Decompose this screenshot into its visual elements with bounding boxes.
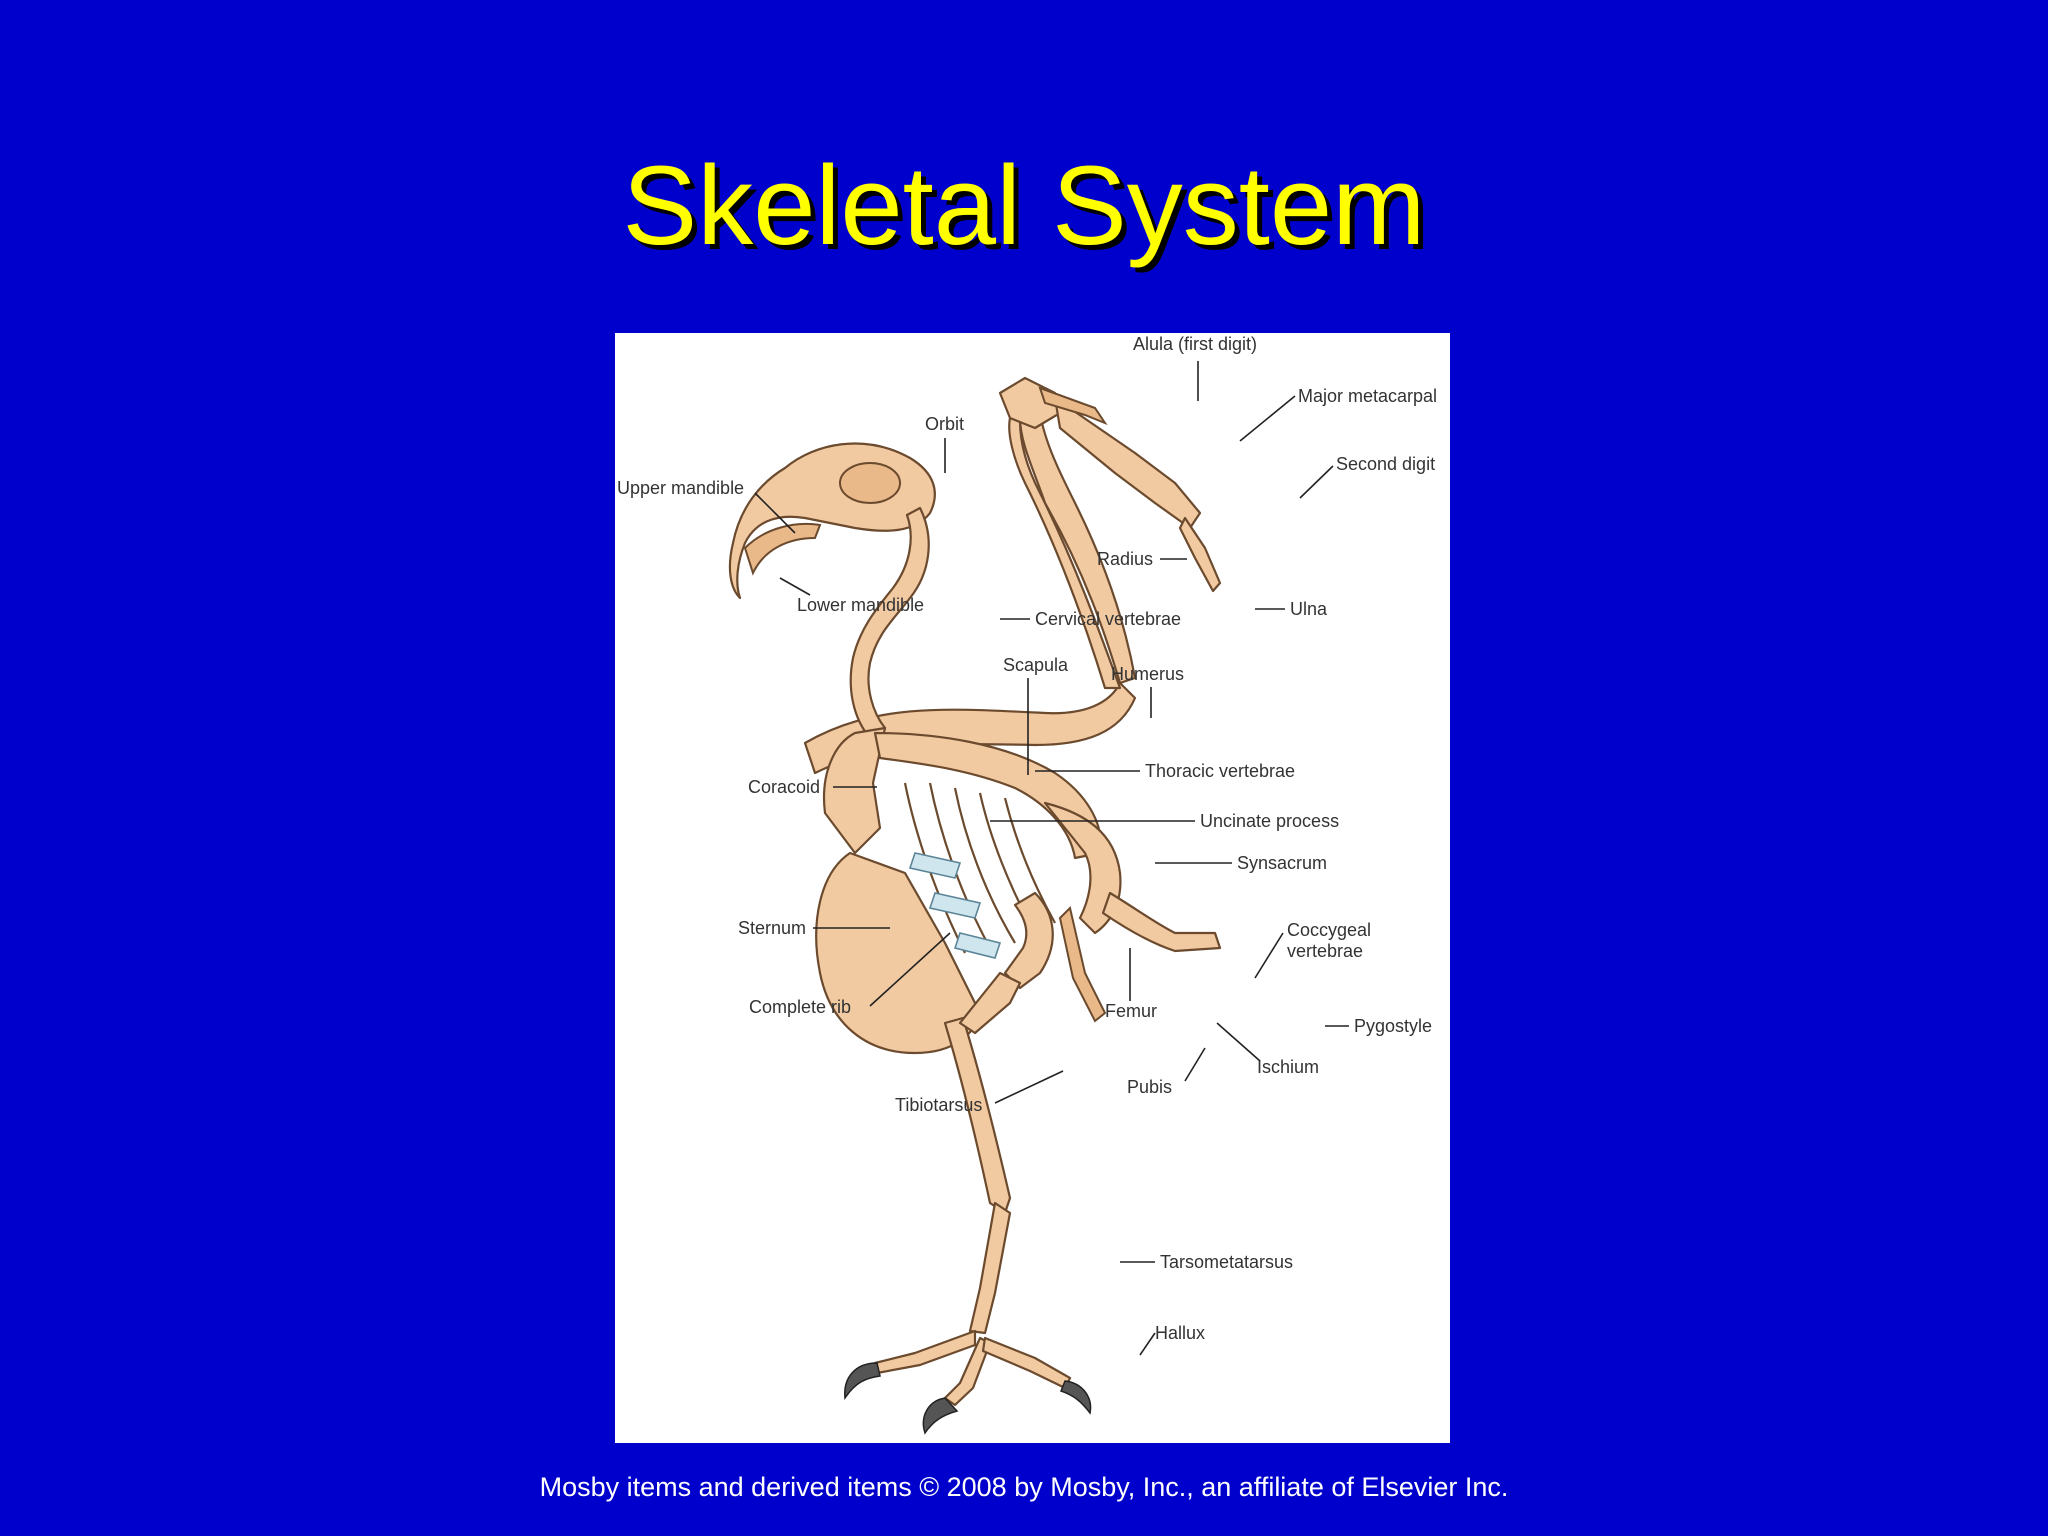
label-hallux: Hallux (1155, 1323, 1205, 1343)
leader-ischium (1216, 1022, 1261, 1062)
leader-major-metacarpal (1239, 395, 1296, 442)
leader-coccygeal-vertebrae (1254, 932, 1284, 979)
label-humerus: Humerus (1111, 664, 1184, 684)
label-tibiotarsus: Tibiotarsus (895, 1095, 982, 1115)
label-ulna: Ulna (1290, 599, 1328, 619)
leader-second-digit (1299, 465, 1334, 499)
label-tarsometatarsus: Tarsometatarsus (1160, 1252, 1293, 1272)
label-uncinate-process: Uncinate process (1200, 811, 1339, 831)
label-coccygeal-1: Coccygeal (1287, 920, 1371, 940)
skull (728, 442, 936, 600)
label-sternum: Sternum (738, 918, 806, 938)
leader-hallux (1139, 1332, 1156, 1356)
leader-upper-mandible (754, 492, 796, 534)
diagram-labels: Alula (first digit) Major metacarpal Sec… (617, 334, 1437, 1356)
label-pubis: Pubis (1127, 1077, 1172, 1097)
leader-pubis (1184, 1047, 1206, 1082)
label-scapula: Scapula (1003, 655, 1069, 675)
torso-bones (815, 726, 1122, 1055)
label-thoracic-vertebrae: Thoracic vertebrae (1145, 761, 1295, 781)
bird-skeleton-figure: Alula (first digit) Major metacarpal Sec… (615, 333, 1450, 1443)
slide-title: Skeletal System (622, 143, 1426, 268)
label-complete-rib: Complete rib (749, 997, 851, 1017)
cervical-vertebrae-bones (849, 506, 930, 740)
label-radius: Radius (1097, 549, 1153, 569)
label-synsacrum: Synsacrum (1237, 853, 1327, 873)
tail-bones (1058, 891, 1222, 1023)
label-coccygeal-2: vertebrae (1287, 941, 1363, 961)
label-cervical-vertebrae: Cervical vertebrae (1035, 609, 1181, 629)
label-pygostyle: Pygostyle (1354, 1016, 1432, 1036)
label-ischium: Ischium (1257, 1057, 1319, 1077)
label-lower-mandible: Lower mandible (797, 595, 924, 615)
copyright-footer: Mosby items and derived items © 2008 by … (539, 1472, 1509, 1502)
leader-complete-rib (869, 932, 951, 1007)
leader-tibiotarsus (994, 1070, 1064, 1104)
bird-skeleton-illustration: Alula (first digit) Major metacarpal Sec… (617, 334, 1437, 1435)
label-major-metacarpal: Major metacarpal (1298, 386, 1437, 406)
label-upper-mandible: Upper mandible (617, 478, 744, 498)
label-femur: Femur (1105, 1001, 1157, 1021)
leg-bones (844, 891, 1092, 1435)
wing-bones (803, 376, 1222, 775)
label-orbit: Orbit (925, 414, 964, 434)
leader-lower-mandible (779, 577, 811, 596)
label-coracoid: Coracoid (748, 777, 820, 797)
label-alula: Alula (first digit) (1133, 334, 1257, 354)
label-second-digit: Second digit (1336, 454, 1435, 474)
